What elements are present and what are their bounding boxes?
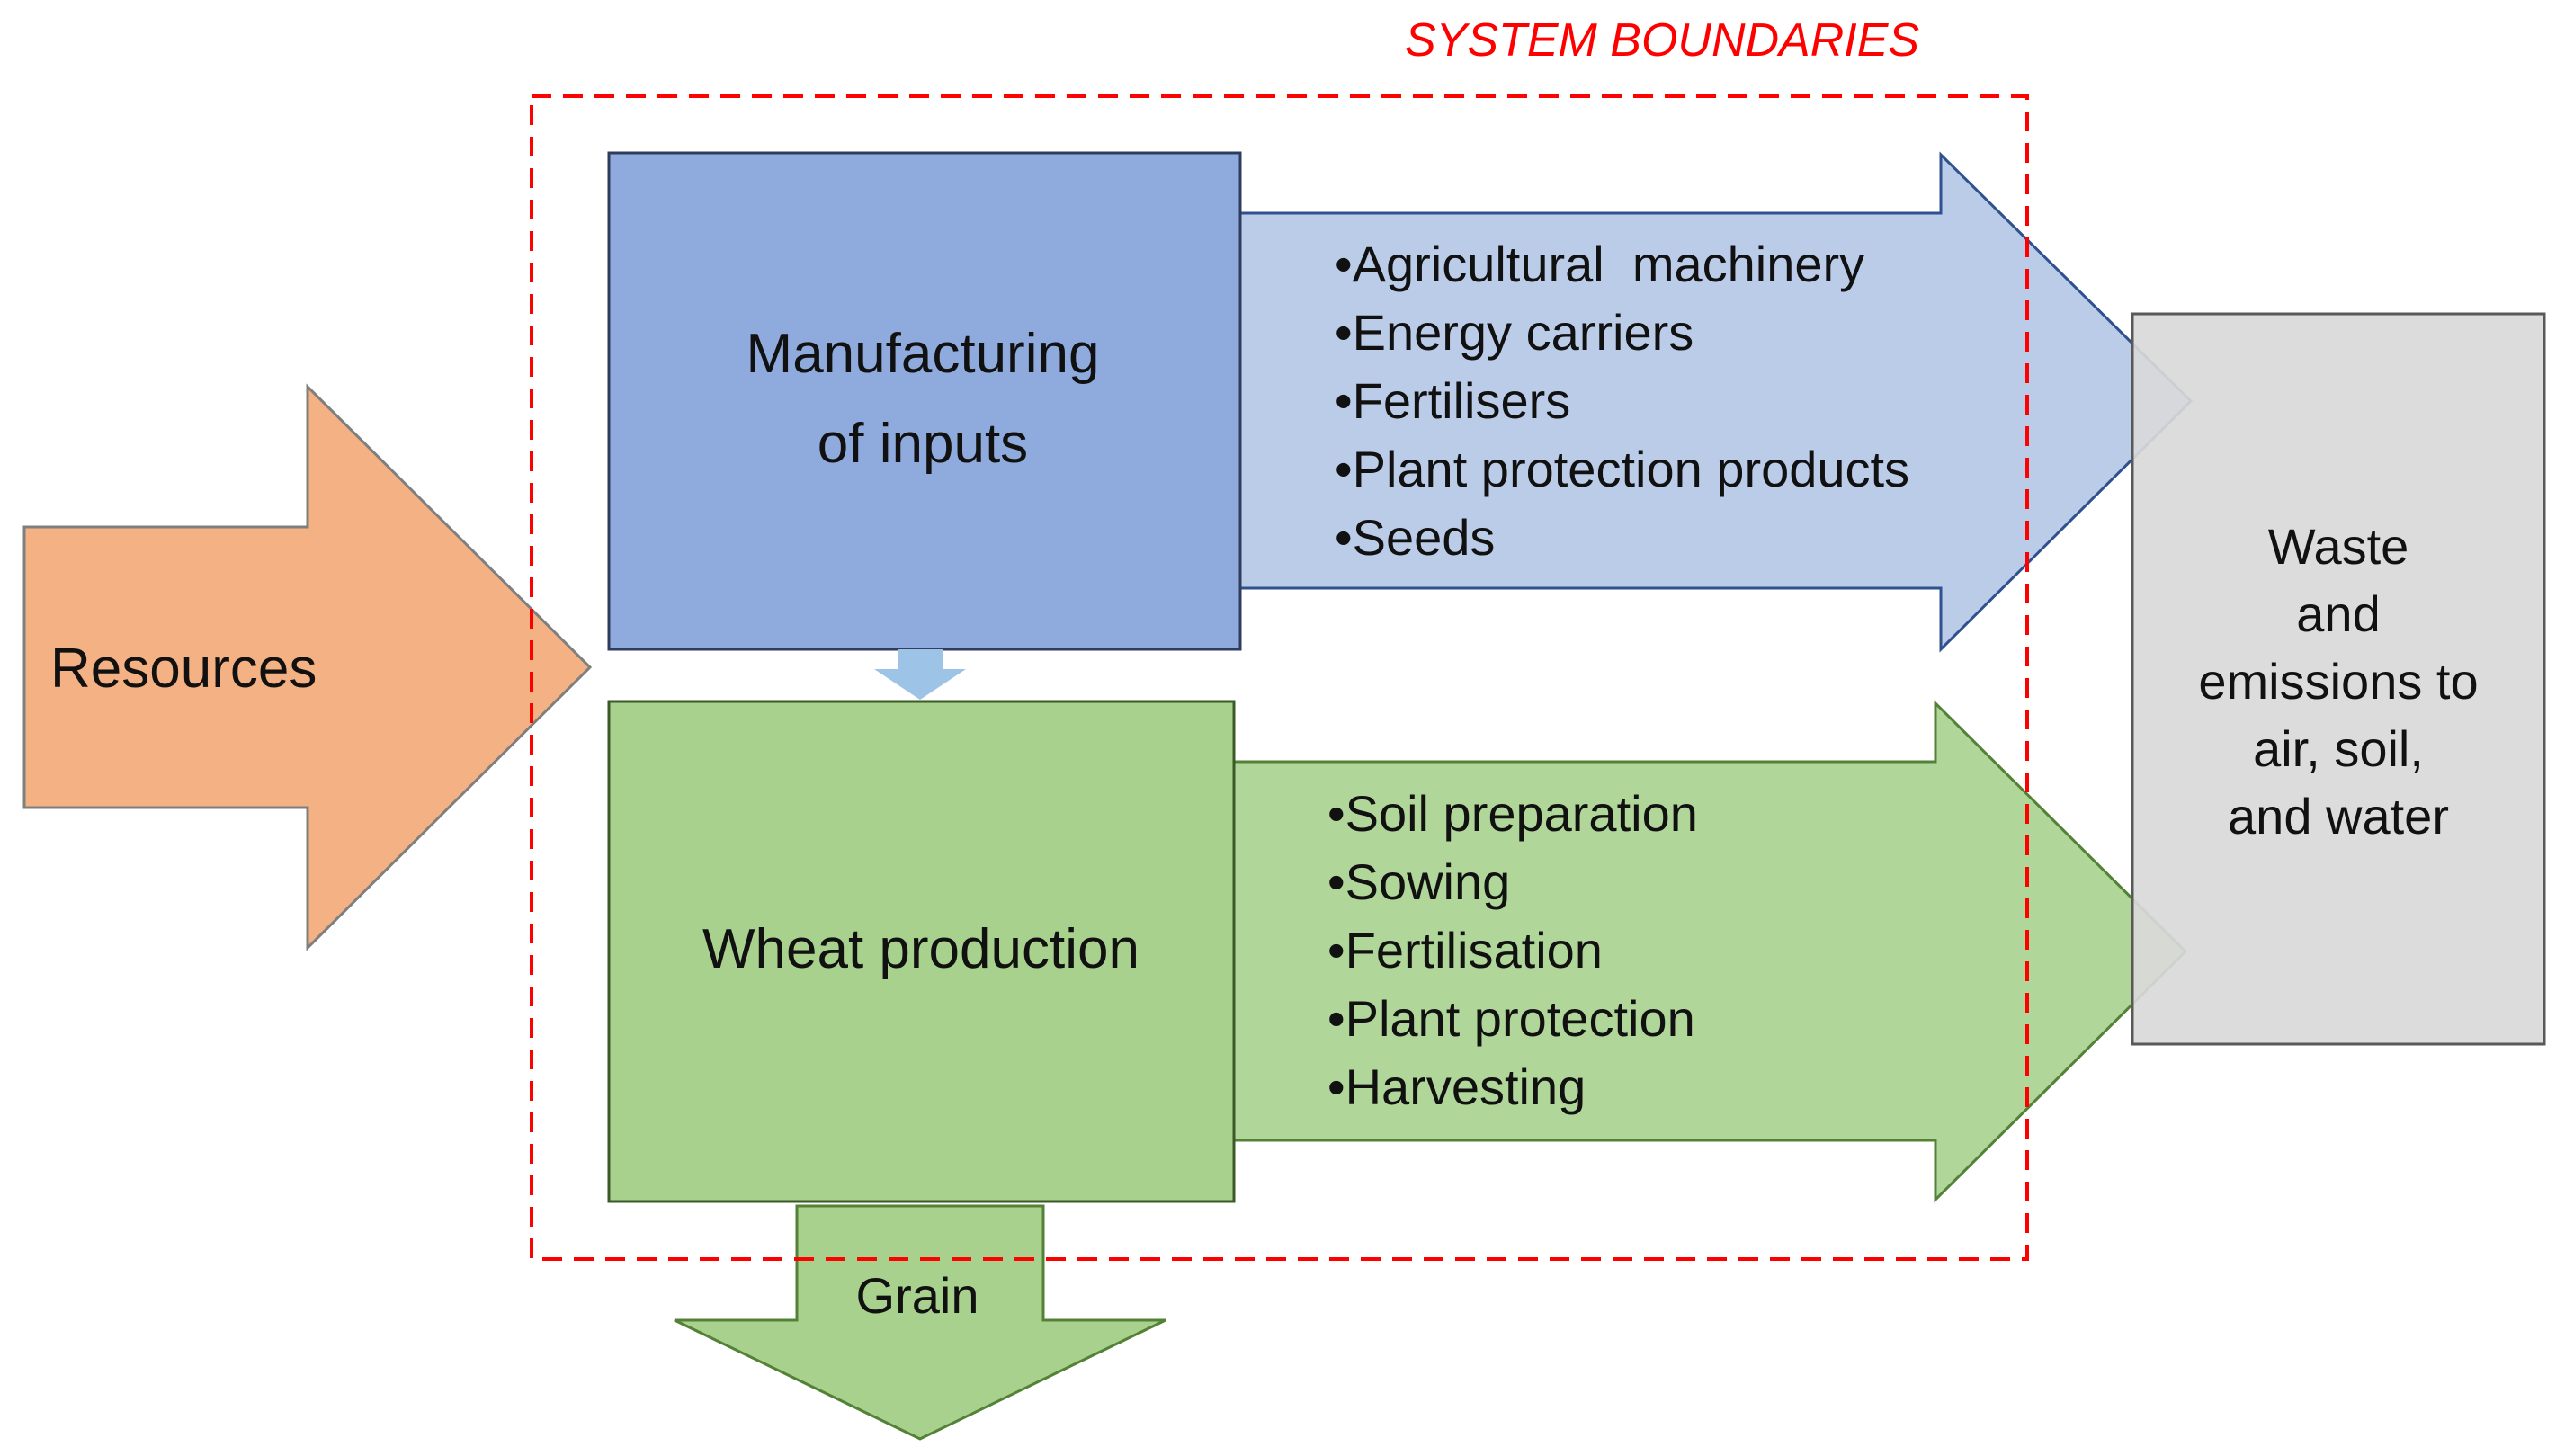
manufacturing-item: •Agricultural machinery bbox=[1335, 236, 1864, 292]
system-boundaries-title: SYSTEM BOUNDARIES bbox=[1405, 14, 1919, 67]
system-boundary bbox=[530, 94, 2029, 1261]
wheat-item: •Plant protection bbox=[1327, 990, 1695, 1047]
manufacturing-label: Manufacturing of inputs bbox=[746, 323, 1100, 475]
wheat-items-list: •Soil preparation •Sowing •Fertilisation… bbox=[1327, 785, 1698, 1115]
waste-line: and water bbox=[2228, 788, 2449, 844]
manufacturing-item: •Plant protection products bbox=[1335, 441, 1909, 497]
wheat-item: •Fertilisation bbox=[1327, 922, 1603, 978]
manufacturing-inputs-box bbox=[607, 151, 1242, 651]
waste-line: Waste bbox=[2268, 518, 2409, 575]
waste-emissions-box bbox=[2131, 312, 2546, 1046]
resources-arrow bbox=[22, 383, 593, 951]
wheat-item: •Soil preparation bbox=[1327, 785, 1698, 842]
grain-arrow bbox=[674, 1204, 1166, 1441]
resources-label: Resources bbox=[50, 638, 317, 700]
waste-line: and bbox=[2296, 585, 2380, 642]
waste-emissions-label: Waste and emissions to air, soil, and wa… bbox=[2198, 518, 2478, 844]
grain-label: Grain bbox=[856, 1267, 979, 1324]
waste-line: emissions to bbox=[2198, 653, 2478, 710]
wheat-production-box bbox=[607, 700, 1236, 1203]
manufacturing-line: of inputs bbox=[818, 413, 1028, 475]
manufacturing-items-list: •Agricultural machinery •Energy carriers… bbox=[1335, 236, 1909, 566]
manufacturing-item: •Seeds bbox=[1335, 509, 1495, 566]
wheat-item: •Sowing bbox=[1327, 853, 1510, 910]
wheat-item: •Harvesting bbox=[1327, 1059, 1586, 1115]
manufacturing-line: Manufacturing bbox=[746, 323, 1100, 385]
wheat-label: Wheat production bbox=[702, 918, 1139, 980]
connector-arrow bbox=[874, 649, 966, 700]
manufacturing-outputs-arrow bbox=[1238, 151, 2194, 653]
wheat-outputs-arrow bbox=[1230, 700, 2188, 1203]
manufacturing-item: •Fertilisers bbox=[1335, 372, 1570, 429]
waste-line: air, soil, bbox=[2253, 720, 2424, 777]
manufacturing-item: •Energy carriers bbox=[1335, 304, 1694, 361]
